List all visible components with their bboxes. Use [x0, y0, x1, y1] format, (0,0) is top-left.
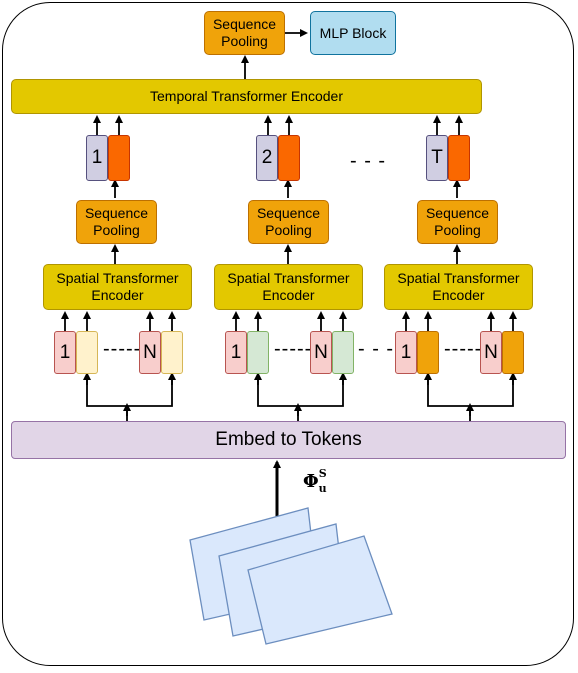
input-symbol-subscript: u — [318, 481, 327, 495]
class-token: 1 — [225, 331, 247, 374]
token-ellipsis: ----- — [103, 338, 142, 360]
mlp-block: MLP Block — [310, 11, 396, 55]
sequence-pooling-block: Sequence Pooling — [417, 200, 498, 244]
patch-token — [161, 331, 183, 374]
patch-token — [76, 331, 98, 374]
class-token: 1 — [395, 331, 417, 374]
patch-token — [247, 331, 269, 374]
class-token: N — [480, 331, 502, 374]
temporal-transformer-encoder: Temporal Transformer Encoder — [11, 79, 482, 114]
frame-index-token: 1 — [86, 135, 108, 181]
patch-token — [502, 331, 524, 374]
frame-index-token: 2 — [256, 135, 278, 181]
spatial-transformer-encoder: Spatial Transformer Encoder — [43, 264, 192, 310]
outer-frame — [2, 2, 574, 666]
spatial-transformer-encoder: Spatial Transformer Encoder — [384, 264, 533, 310]
class-token: 1 — [54, 331, 76, 374]
token-ellipsis: ----- — [444, 338, 483, 360]
embed-to-tokens-block: Embed to Tokens — [11, 421, 566, 459]
sequence-pooling-block: Sequence Pooling — [76, 200, 157, 244]
input-symbol-superscript: S — [318, 467, 327, 480]
input-symbol: ΦSu — [303, 467, 335, 495]
spatial-transformer-encoder: Spatial Transformer Encoder — [214, 264, 363, 310]
sequence-pooling-block: Sequence Pooling — [248, 200, 329, 244]
patch-token — [417, 331, 439, 374]
token-ellipsis: ----- — [274, 338, 313, 360]
final-sequence-pooling-block: Sequence Pooling — [204, 11, 285, 55]
frame-feature-token — [448, 135, 470, 181]
frame-ellipsis: - - - — [358, 338, 395, 360]
class-token: N — [139, 331, 161, 374]
frame-ellipsis: - - - — [350, 150, 387, 172]
frame-feature-token — [108, 135, 130, 181]
patch-token — [332, 331, 354, 374]
frame-feature-token — [278, 135, 300, 181]
input-symbol-base: Φ — [303, 471, 319, 492]
frame-index-token: T — [426, 135, 448, 181]
class-token: N — [310, 331, 332, 374]
